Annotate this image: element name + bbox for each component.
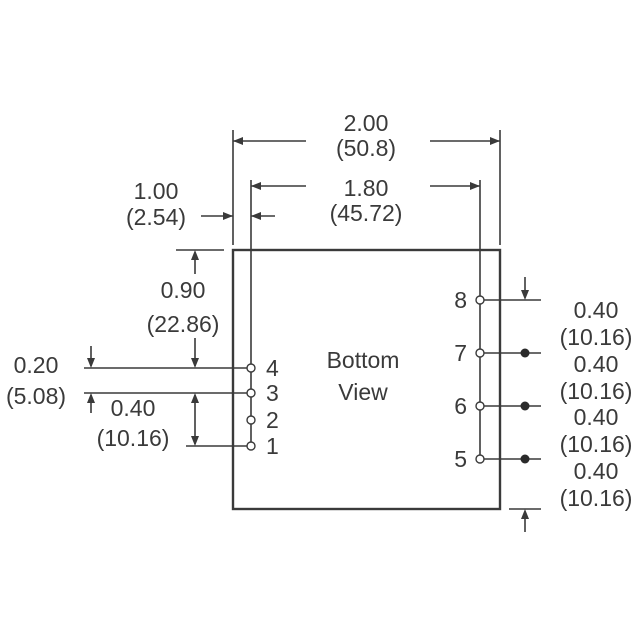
pin-4-label: 4	[266, 355, 279, 381]
dimension-arrow-bottom-right	[521, 509, 529, 532]
module-outline	[231, 248, 502, 511]
dimension-dot-6	[520, 401, 530, 411]
dimension-pin-span: 1.80 (45.72)	[251, 175, 480, 226]
pin3-to-pin1-inch: 0.40	[111, 395, 156, 421]
top-to-pin4-mm: (22.86)	[147, 311, 220, 337]
svg-text:0.40: 0.40	[574, 458, 619, 484]
pin-5: 5	[454, 446, 485, 472]
top-to-pin4-inch: 0.90	[161, 277, 206, 303]
pin-7-label: 7	[454, 340, 467, 366]
pin4-to-pin3-inch: 0.20	[14, 352, 59, 378]
pin-6-label: 6	[454, 393, 467, 419]
pin-span-inch: 1.80	[344, 175, 389, 201]
dimension-overall-width: 2.00 (50.8)	[233, 110, 500, 161]
dimension-arrow-top-right	[521, 277, 529, 300]
pin-5-label: 5	[454, 446, 467, 472]
svg-text:0.40: 0.40	[574, 297, 619, 323]
pin-2: 2	[246, 407, 279, 433]
pin-4: 4	[246, 355, 279, 381]
pin-2-label: 2	[266, 407, 279, 433]
right-spacing-label-1: 0.40 (10.16)	[560, 297, 633, 350]
edge-offset-mm: (2.54)	[126, 204, 186, 230]
svg-text:0.40: 0.40	[574, 351, 619, 377]
pin-7: 7	[454, 340, 485, 366]
overall-width-mm: (50.8)	[336, 135, 396, 161]
svg-text:(10.16): (10.16)	[560, 378, 633, 404]
dimension-edge-offset: 1.00 (2.54)	[126, 178, 275, 230]
right-spacing-label-2: 0.40 (10.16)	[560, 351, 633, 404]
overall-width-inch: 2.00	[344, 110, 389, 136]
pin-3-label: 3	[266, 380, 279, 406]
svg-text:(10.16): (10.16)	[560, 324, 633, 350]
svg-text:(10.16): (10.16)	[560, 485, 633, 511]
pin-6: 6	[454, 393, 485, 419]
pin4-to-pin3-mm: (5.08)	[6, 383, 66, 409]
view-label: View	[338, 379, 388, 405]
dimension-pin3-to-pin1: 0.40 (10.16)	[97, 393, 199, 451]
pin-1-label: 1	[266, 433, 279, 459]
pin-span-mm: (45.72)	[330, 200, 403, 226]
pin-1: 1	[246, 433, 279, 459]
edge-offset-inch: 1.00	[134, 178, 179, 204]
dimension-pin4-to-pin3: 0.20 (5.08)	[6, 346, 95, 413]
svg-text:(10.16): (10.16)	[560, 431, 633, 457]
pin-3: 3	[246, 380, 279, 406]
pin3-to-pin1-mm: (10.16)	[97, 425, 170, 451]
svg-text:0.40: 0.40	[574, 404, 619, 430]
dimension-dot-7	[520, 348, 530, 358]
right-spacing-label-4: 0.40 (10.16)	[560, 458, 633, 511]
pin-8: 8	[454, 287, 485, 313]
dimension-dot-5	[520, 454, 530, 464]
dimension-top-to-pin4: 0.90 (22.86)	[147, 249, 224, 368]
right-spacing-label-3: 0.40 (10.16)	[560, 404, 633, 457]
pin-8-label: 8	[454, 287, 467, 313]
bottom-label: Bottom	[327, 347, 400, 373]
